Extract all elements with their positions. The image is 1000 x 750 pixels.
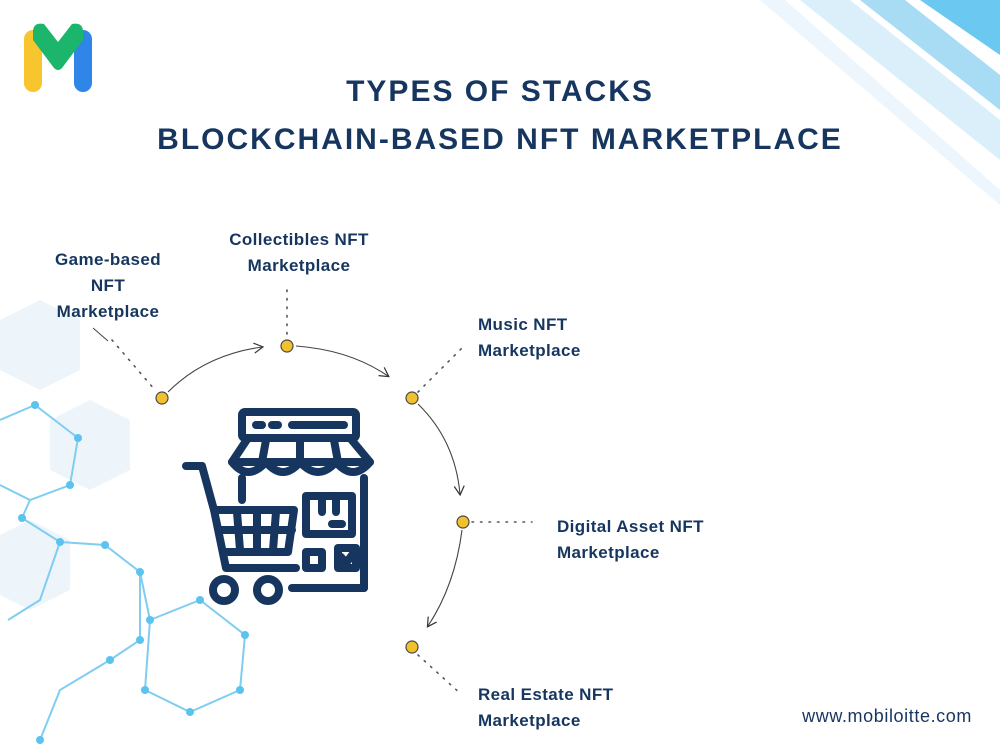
shop-with-cart-icon bbox=[182, 408, 374, 605]
item-label-line: Real Estate NFT bbox=[478, 685, 614, 704]
item-label-collectibles: Collectibles NFT Marketplace bbox=[205, 227, 393, 279]
dotted-leaders bbox=[111, 289, 533, 696]
item-label-digital-asset: Digital Asset NFT Marketplace bbox=[557, 514, 757, 566]
page-title: TYPES OF STACKS BLOCKCHAIN-BASED NFT MAR… bbox=[0, 72, 1000, 164]
faint-hexagons bbox=[0, 300, 130, 610]
node-dot-realestate bbox=[405, 640, 419, 654]
node-dot-collectibles bbox=[280, 339, 294, 353]
leader-music bbox=[417, 344, 466, 393]
leader-game bbox=[111, 339, 156, 391]
node-dots bbox=[155, 339, 470, 654]
title-line-1: TYPES OF STACKS bbox=[346, 75, 654, 108]
leader-game-tick bbox=[92, 327, 109, 342]
title-line-2: BLOCKCHAIN-BASED NFT MARKETPLACE bbox=[157, 123, 843, 156]
item-label-line: Marketplace bbox=[56, 302, 160, 321]
item-label-line: Marketplace bbox=[478, 341, 581, 360]
website-link[interactable]: www.mobiloitte.com bbox=[802, 706, 972, 726]
mobiloitte-m-logo[interactable] bbox=[22, 20, 94, 96]
node-dot-music bbox=[405, 391, 419, 405]
item-label-line: Marketplace bbox=[247, 256, 351, 275]
flow-arrows bbox=[167, 342, 465, 628]
item-label-game-based: Game-based NFT Marketplace bbox=[38, 247, 178, 325]
item-label-line: Collectibles NFT bbox=[229, 230, 369, 249]
item-label-line: Marketplace bbox=[557, 543, 660, 562]
corner-stripes bbox=[760, 0, 1000, 205]
item-label-line: Digital Asset NFT bbox=[557, 517, 704, 536]
item-label-line: Marketplace bbox=[478, 711, 581, 730]
item-label-line: Game-based bbox=[54, 250, 162, 269]
item-label-line: Music NFT bbox=[478, 315, 568, 334]
node-dot-digital bbox=[456, 515, 470, 529]
arrow-4 bbox=[426, 529, 463, 628]
arrow-1 bbox=[167, 342, 265, 393]
item-label-music: Music NFT Marketplace bbox=[478, 312, 638, 364]
arrow-2 bbox=[295, 345, 390, 378]
item-label-line: NFT bbox=[90, 276, 126, 295]
item-label-real-estate: Real Estate NFT Marketplace bbox=[478, 682, 668, 734]
network-nodes bbox=[18, 401, 249, 744]
node-dot-game bbox=[155, 391, 169, 405]
arrow-3 bbox=[417, 403, 465, 497]
leader-realestate bbox=[417, 654, 463, 696]
